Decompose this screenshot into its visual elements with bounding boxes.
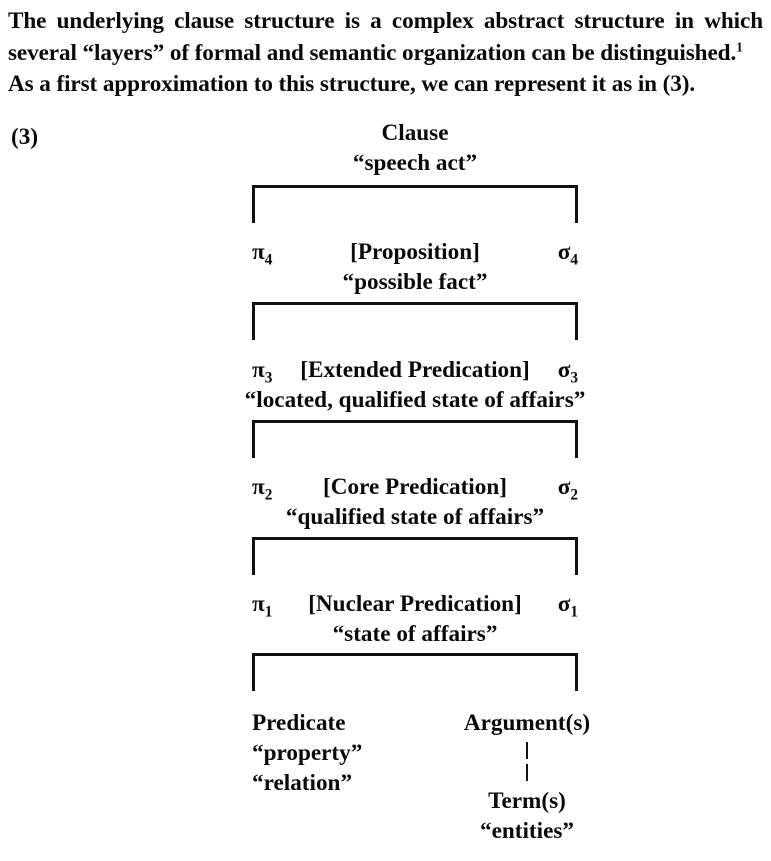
pi-symbol-4: π (252, 239, 265, 265)
predicate-label: Predicate (252, 710, 346, 736)
argument-label: Argument(s) (463, 710, 591, 736)
layer-row-nuclear-predication: π1 [Nuclear Predication] σ1 “state of af… (252, 590, 578, 649)
pi-index-4: 4 (264, 251, 273, 269)
pi-operator-4: π4 (252, 238, 273, 269)
argument-link-dash-lower (526, 764, 528, 781)
sigma-index-1: 1 (570, 603, 578, 621)
layer-bracket-5 (252, 653, 578, 691)
layer-gloss-extended-predication: “located, qualified state of affairs” (244, 387, 586, 413)
layer-row-core-predication: π2 [Core Predication] σ2 “qualified stat… (252, 473, 578, 532)
argument-link-dash-upper (526, 742, 528, 759)
sigma-operator-3: σ3 (557, 356, 578, 387)
predicate-column: Predicate “property” “relation” (252, 708, 362, 798)
intro-paragraph: The underlying clause structure is a com… (8, 6, 763, 101)
sigma-operator-4: σ4 (557, 238, 578, 269)
layer-gloss-core-predication: “qualified state of affairs” (285, 504, 545, 530)
pi-operator-2: π2 (252, 473, 273, 504)
pi-symbol-1: π (252, 591, 265, 617)
predicate-gloss-property: “property” (252, 740, 363, 766)
term-label: Term(s) (488, 788, 566, 814)
pi-index-2: 2 (264, 486, 273, 504)
term-gloss: “entities” (479, 818, 575, 844)
sigma-operator-2: σ2 (557, 473, 578, 504)
example-number: (3) (11, 124, 39, 150)
sigma-symbol-4: σ (557, 239, 571, 265)
pi-operator-3: π3 (252, 356, 273, 387)
layer-gloss-proposition: “possible fact” (342, 269, 488, 295)
pi-symbol-3: π (252, 357, 265, 383)
footnote-marker: 1 (736, 38, 743, 54)
pi-index-1: 1 (264, 603, 273, 621)
sigma-index-2: 2 (570, 486, 578, 504)
layer-head-extended-predication: π3 [Extended Predication] σ3 (252, 356, 578, 387)
paragraph-line-2-text: several “layers” of formal and semantic … (8, 39, 737, 66)
predicate-gloss-relation: “relation” (252, 770, 353, 796)
layer-name-nuclear-predication: [Nuclear Predication] (308, 591, 522, 617)
pi-symbol-2: π (252, 474, 265, 500)
layer-head-proposition: π4 [Proposition] σ4 (252, 238, 578, 269)
layer-name-extended-predication: [Extended Predication] (300, 357, 530, 383)
layer-bracket-1 (252, 185, 578, 223)
sigma-index-4: 4 (570, 251, 578, 269)
paragraph-line-2: several “layers” of formal and semantic … (8, 38, 763, 70)
paragraph-line-3: As a first approximation to this structu… (8, 71, 696, 97)
layer-bracket-2 (252, 302, 578, 340)
argument-column: Argument(s) Term(s) “entities” (452, 708, 602, 846)
layer-head-core-predication: π2 [Core Predication] σ2 (252, 473, 578, 504)
pi-index-3: 3 (264, 369, 273, 387)
clause-label: Clause (381, 120, 449, 146)
layer-bracket-3 (252, 420, 578, 458)
layer-gloss-nuclear-predication: “state of affairs” (332, 621, 498, 647)
sigma-operator-1: σ1 (557, 590, 578, 621)
sigma-symbol-2: σ (557, 474, 571, 500)
sigma-index-3: 3 (570, 369, 578, 387)
layer-name-proposition: [Proposition] (350, 239, 480, 265)
layer-head-nuclear-predication: π1 [Nuclear Predication] σ1 (252, 590, 578, 621)
layer-row-proposition: π4 [Proposition] σ4 “possible fact” (252, 238, 578, 297)
paragraph-line-1: The underlying clause structure is a com… (8, 8, 763, 34)
clause-gloss: “speech act” (352, 150, 478, 176)
pi-operator-1: π1 (252, 590, 273, 621)
layer-name-core-predication: [Core Predication] (323, 474, 507, 500)
sigma-symbol-3: σ (557, 357, 571, 383)
layer-row-extended-predication: π3 [Extended Predication] σ3 “located, q… (245, 356, 586, 415)
diagram-top-label: Clause “speech act” (252, 118, 578, 178)
layer-bracket-4 (252, 537, 578, 575)
sigma-symbol-1: σ (557, 591, 571, 617)
